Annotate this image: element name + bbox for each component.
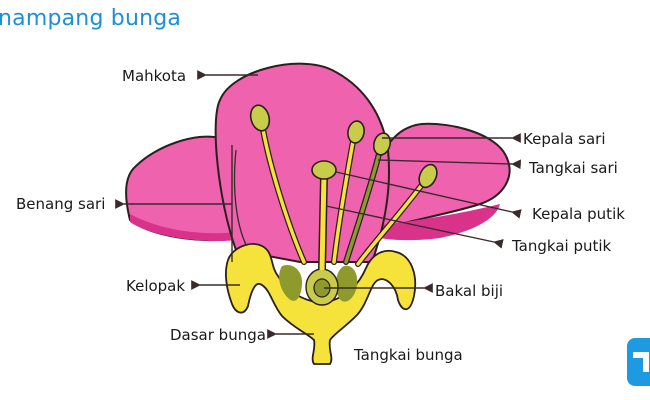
label-tangkai-putik: Tangkai putik [511,237,612,255]
anther-4 [418,163,438,189]
leader-tangkai-putik [325,205,504,249]
anther-2 [347,120,365,144]
anther-1 [249,104,271,132]
stigma [311,160,337,180]
label-benang-sari: Benang sari [16,195,105,213]
label-kepala-putik: Kepala putik [532,205,625,223]
ovary-patch-right [336,265,358,302]
right-petal-inner [372,204,500,241]
stamens [249,104,438,271]
left-petal-inner [130,214,238,242]
leader-kepala-putik [335,171,522,219]
label-kelopak: Kelopak [126,277,185,295]
leader-tangkai-sari [377,159,521,170]
sepal-receptacle [225,243,417,365]
leader-lines [115,70,522,339]
brand-logo-icon [627,338,650,386]
label-bakal-biji: Bakal biji [435,282,503,300]
label-tangkai-sari: Tangkai sari [528,159,618,177]
label-mahkota: Mahkota [122,67,186,85]
label-kepala-sari: Kepala sari [523,130,606,148]
leader-benang-sari [115,145,233,262]
label-dasar-bunga: Dasar bunga [170,326,266,344]
diagram-title: nampang bunga [0,6,182,31]
label-tangkai-bunga: Tangkai bunga [353,346,463,364]
ovary-patch-left [279,264,302,301]
labels: Mahkota Kepala sari Tangkai sari Benang … [16,67,625,364]
